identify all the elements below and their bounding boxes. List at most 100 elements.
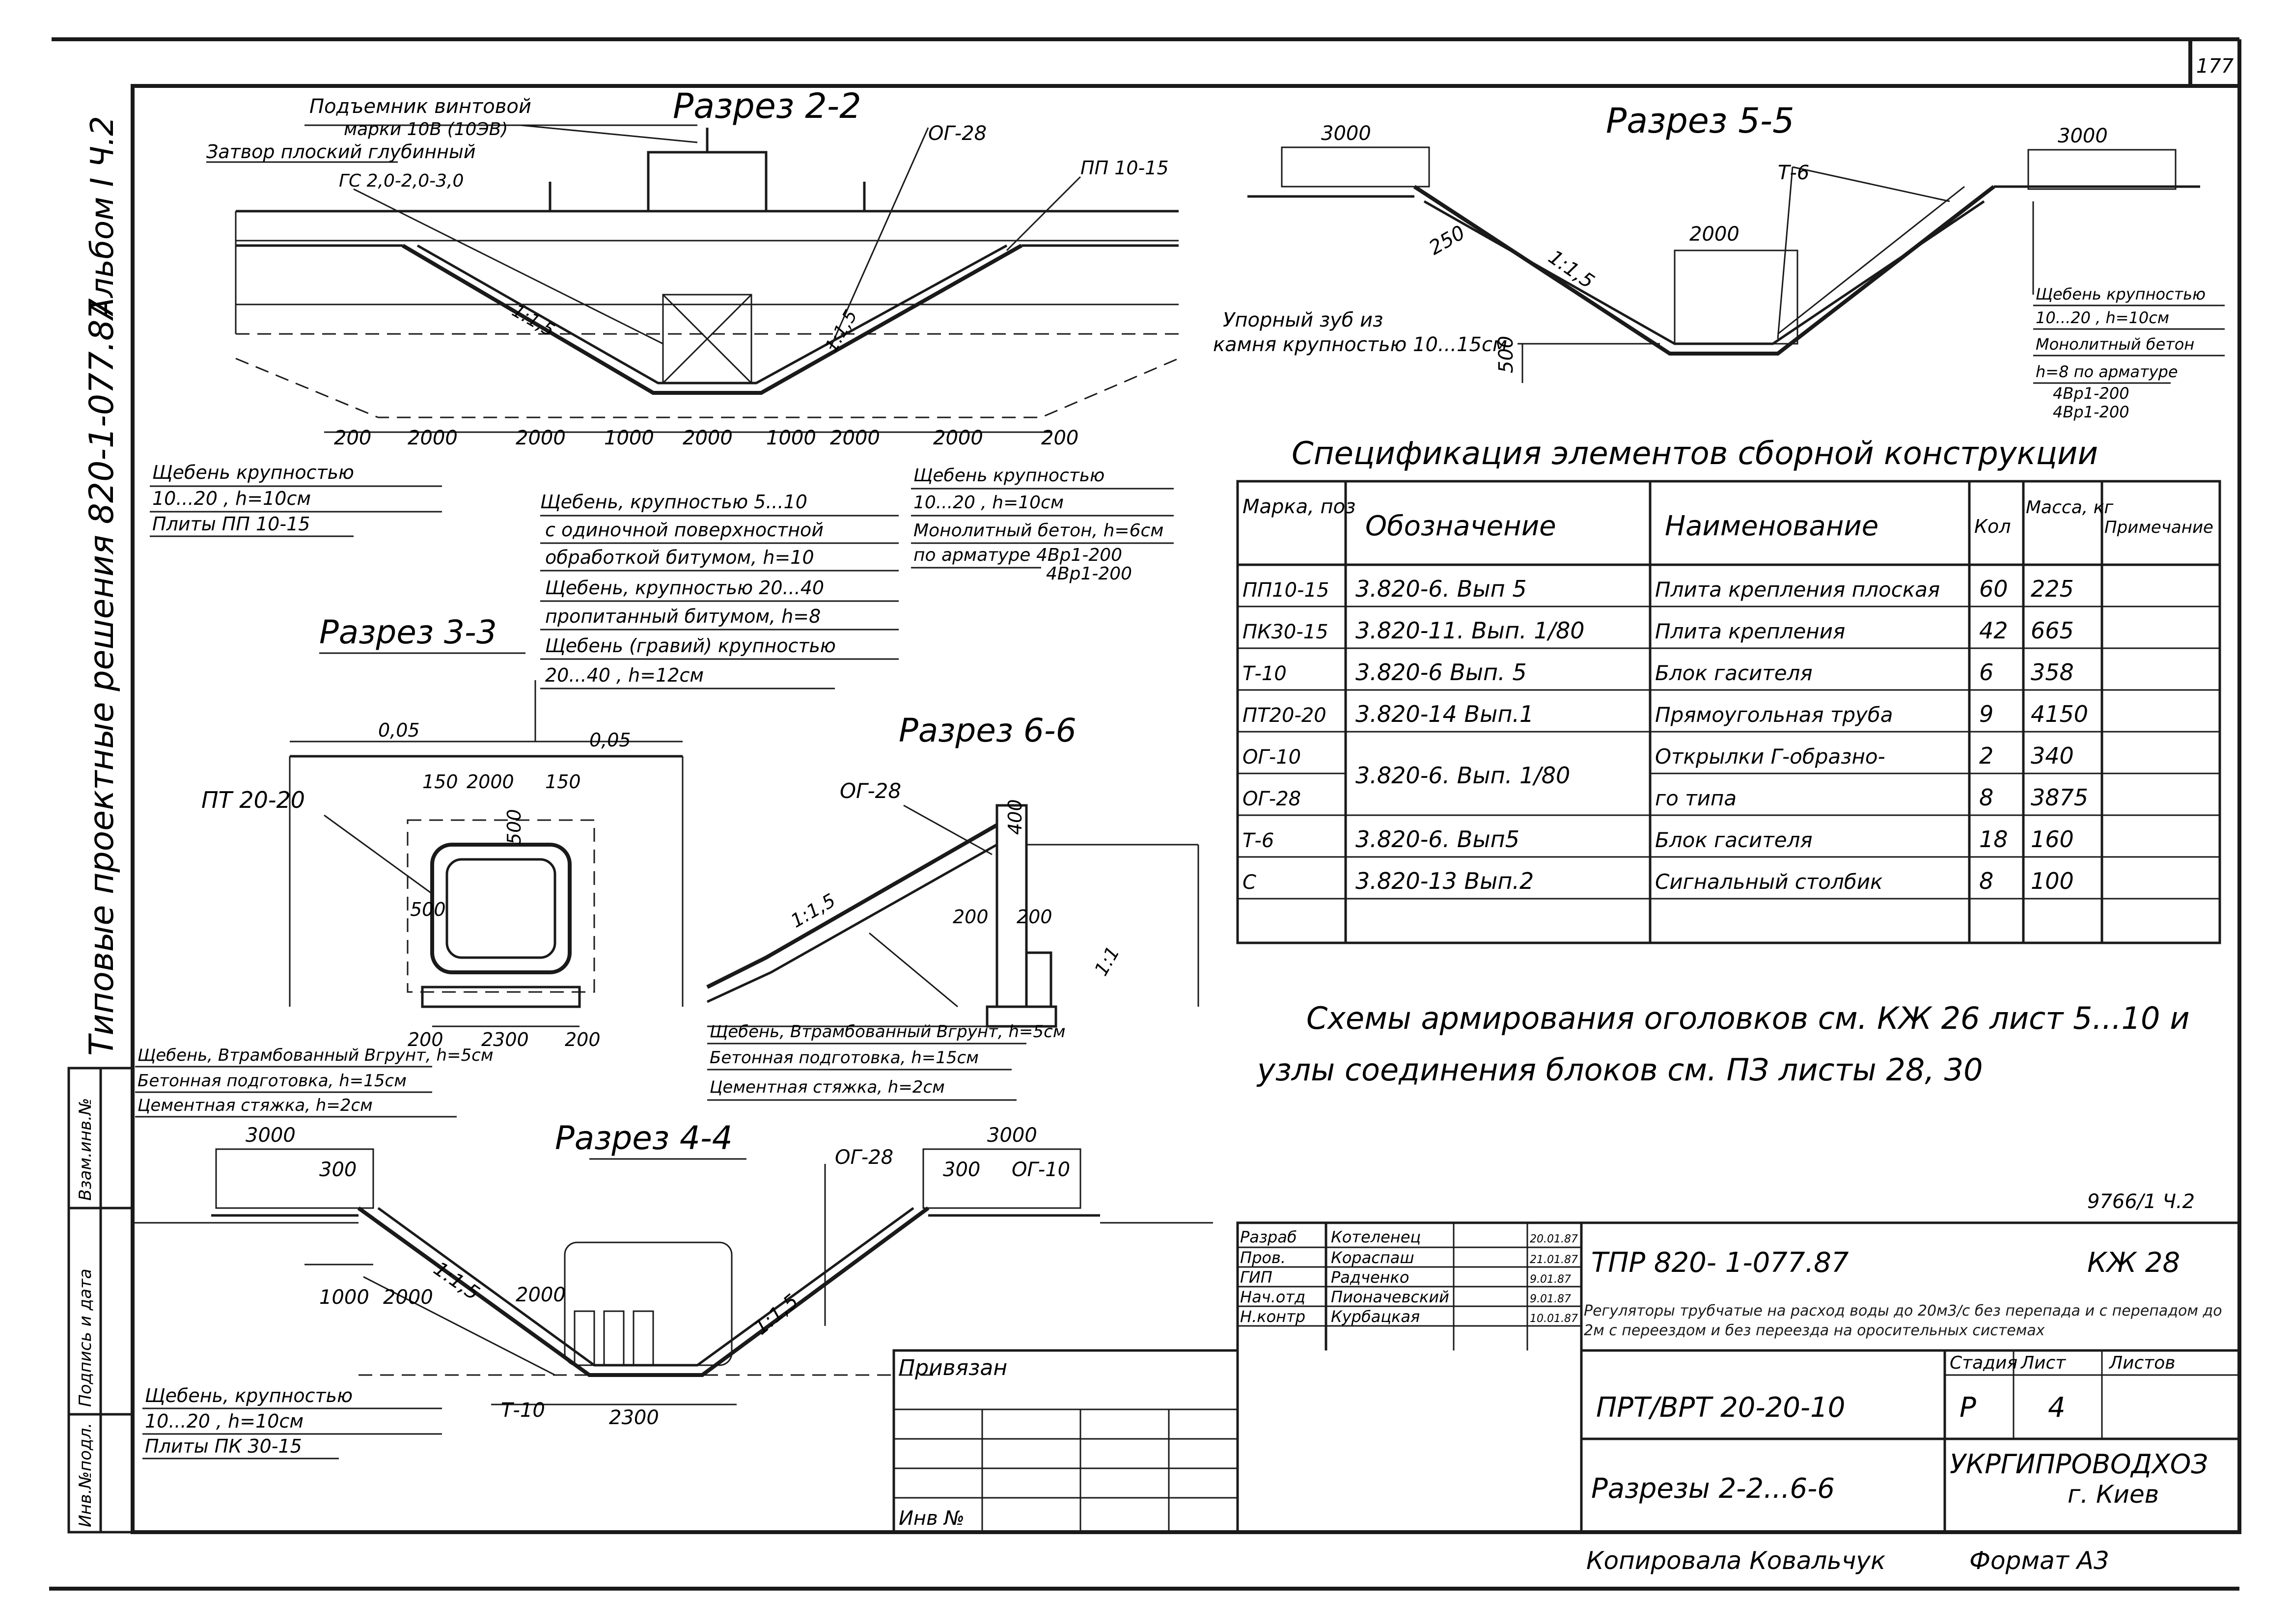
s22-legend-lines bbox=[150, 485, 1174, 689]
svg-text:2000: 2000 bbox=[683, 427, 733, 449]
title-bound: Привязан bbox=[899, 1355, 1007, 1380]
s44-legend: Щебень, крупностью 10...20 , h=10см Плит… bbox=[142, 1385, 442, 1459]
svg-text:Т-10: Т-10 bbox=[501, 1399, 545, 1422]
spec-cell-name: Плита крепления bbox=[1655, 619, 1845, 643]
svg-text:300: 300 bbox=[319, 1158, 357, 1181]
spec-cell-mark: ПП10-15 bbox=[1242, 579, 1329, 602]
s22-legend-mid: Щебень, крупностью 5...10 с одиночной по… bbox=[540, 491, 836, 686]
svg-text:Курбацкая: Курбацкая bbox=[1331, 1307, 1420, 1326]
svg-text:Монолитный бетон: Монолитный бетон bbox=[2036, 335, 2194, 354]
spec-cell-mass: 665 bbox=[2031, 617, 2074, 644]
section-2-2: Разрез 2-2 bbox=[206, 86, 1179, 433]
spec-cell-mass: 160 bbox=[2031, 826, 2074, 853]
section-5-5 bbox=[1247, 146, 2200, 383]
section-5-5-title: Разрез 5-5 bbox=[1606, 101, 1794, 141]
section-6-6 bbox=[706, 804, 1199, 1028]
s66-legend: Щебень, Втрамбованный Вгрунт, h=5см Бето… bbox=[707, 1022, 1065, 1101]
title-inv: Инв № bbox=[899, 1507, 965, 1530]
page-number: 177 bbox=[2196, 55, 2234, 78]
section-3-3-title: Разрез 3-3 bbox=[319, 613, 497, 651]
spec-cell-designation: 3.820-6 Вып. 5 bbox=[1355, 659, 1527, 686]
s22-callout-og28: ОГ-28 bbox=[928, 122, 987, 145]
spec-cell-qty: 8 bbox=[1979, 784, 1993, 811]
spec-cell-name: Блок гасителя bbox=[1655, 828, 1813, 852]
svg-text:20...40 , h=12см: 20...40 , h=12см bbox=[545, 664, 704, 686]
spec-cell-designation: 3.820-14 Вып.1 bbox=[1355, 701, 1534, 727]
svg-text:150: 150 bbox=[422, 771, 458, 793]
sheet-format: Формат А3 bbox=[1969, 1546, 2109, 1575]
spec-cell-mark: ПК30-15 bbox=[1242, 621, 1328, 643]
s22-callout-gate: Затвор плоский глубинный bbox=[206, 141, 476, 163]
section-4-4-title: Разрез 4-4 bbox=[555, 1119, 733, 1157]
svg-text:1:1,5: 1:1,5 bbox=[787, 889, 839, 932]
svg-text:21.01.87: 21.01.87 bbox=[1530, 1254, 1578, 1266]
svg-text:Т-6: Т-6 bbox=[1778, 162, 1809, 184]
svg-text:300: 300 bbox=[943, 1158, 980, 1181]
spec-cell-designation: 3.820-6. Вып. 1/80 bbox=[1355, 762, 1570, 789]
section-4-4 bbox=[133, 1148, 1213, 1405]
title-city: г. Киев bbox=[2068, 1480, 2159, 1509]
spec-cell-mass: 3875 bbox=[2031, 784, 2088, 811]
svg-text:4Bр1-200: 4Bр1-200 bbox=[2053, 384, 2129, 403]
svg-text:Лист: Лист bbox=[2020, 1353, 2066, 1373]
svg-text:Цементная стяжка, h=2см: Цементная стяжка, h=2см bbox=[138, 1096, 373, 1115]
svg-text:Разраб: Разраб bbox=[1240, 1228, 1297, 1246]
spec-table-grid bbox=[1236, 480, 2221, 944]
s22-callout-hoist-model: марки 10В (10ЭВ) bbox=[344, 119, 508, 139]
svg-text:Щебень (гравий) крупностью: Щебень (гравий) крупностью bbox=[545, 635, 836, 657]
svg-text:обработкой битумом, h=10: обработкой битумом, h=10 bbox=[545, 547, 814, 568]
title-org: УКРГИПРОВОДХОЗ bbox=[1950, 1449, 2208, 1480]
svg-text:ПТ 20-20: ПТ 20-20 bbox=[201, 787, 305, 813]
spec-cell-qty: 2 bbox=[1979, 743, 1993, 769]
spec-cell-mark: Т-6 bbox=[1242, 829, 1274, 852]
svg-text:Цементная стяжка, h=2см: Цементная стяжка, h=2см bbox=[710, 1077, 945, 1097]
svg-text:ОГ-28: ОГ-28 bbox=[835, 1146, 893, 1169]
svg-text:Обозначение: Обозначение bbox=[1365, 510, 1556, 542]
spec-header: Марка, поз Обозначение Наименование Кол … bbox=[1242, 495, 2213, 542]
title-sheet-code: КЖ 28 bbox=[2087, 1247, 2180, 1279]
svg-text:200: 200 bbox=[1041, 427, 1078, 449]
s22-dims: 200 2000 2000 1000 2000 1000 2000 2000 2… bbox=[334, 427, 1078, 449]
spec-cell-designation: 3.820-11. Вып. 1/80 bbox=[1355, 617, 1585, 644]
spec-cell-mark: ОГ-10 bbox=[1242, 746, 1301, 769]
title-stage-cells: Стадия Лист Листов Р 4 bbox=[1950, 1353, 2175, 1424]
svg-text:ГИП: ГИП bbox=[1240, 1268, 1272, 1287]
svg-text:150: 150 bbox=[545, 771, 581, 793]
spec-cell-mark: ПТ20-20 bbox=[1242, 704, 1326, 727]
svg-text:с одиночной поверхностной: с одиночной поверхностной bbox=[545, 519, 824, 541]
title-item-code: ПРТ/ВРТ 20-20-10 bbox=[1596, 1392, 1845, 1424]
svg-text:10...20 , h=10см: 10...20 , h=10см bbox=[913, 493, 1064, 513]
svg-text:2000: 2000 bbox=[933, 427, 983, 449]
svg-text:200: 200 bbox=[1017, 906, 1052, 928]
s44-labels: 3000 300 3000 300 ОГ-28 ОГ-10 1:1,5 2000… bbox=[246, 1124, 1070, 1429]
spec-cell-mass: 4150 bbox=[2031, 701, 2088, 727]
svg-text:1:1,5: 1:1,5 bbox=[750, 1290, 803, 1340]
strip-sign-label: Подпись и дата bbox=[76, 1268, 95, 1407]
svg-text:2000: 2000 bbox=[830, 427, 880, 449]
svg-text:2000: 2000 bbox=[516, 427, 566, 449]
svg-text:Упорный зуб из: Упорный зуб из bbox=[1223, 309, 1383, 331]
spec-cell-qty: 8 bbox=[1979, 868, 1993, 894]
spec-cell-mark: ОГ-28 bbox=[1242, 788, 1301, 810]
svg-text:20.01.87: 20.01.87 bbox=[1530, 1233, 1578, 1245]
svg-text:500: 500 bbox=[1495, 336, 1518, 373]
svg-text:Щебень, крупностью: Щебень, крупностью bbox=[145, 1385, 353, 1406]
svg-text:Котеленец: Котеленец bbox=[1331, 1228, 1421, 1246]
series-label: Типовые проектные решения 820-1-077.87 bbox=[83, 298, 121, 1056]
spec-cell-qty: 60 bbox=[1979, 576, 2008, 602]
svg-text:1:1: 1:1 bbox=[1090, 943, 1124, 980]
svg-text:4Bр1-200: 4Bр1-200 bbox=[1046, 564, 1132, 584]
spec-cell-qty: 9 bbox=[1979, 701, 1993, 727]
spec-cell-name: Блок гасителя bbox=[1655, 661, 1813, 685]
section-3-3 bbox=[289, 652, 684, 1027]
svg-text:Р: Р bbox=[1960, 1392, 1976, 1424]
title-description: Регуляторы трубчатые на расход воды до 2… bbox=[1584, 1302, 2222, 1339]
title-sheet-title: Разрезы 2-2...6-6 bbox=[1591, 1473, 1835, 1505]
s22-callout-gate-model: ГС 2,0-2,0-3,0 bbox=[339, 171, 464, 191]
svg-text:Щебень крупностью: Щебень крупностью bbox=[152, 462, 354, 483]
svg-text:2300: 2300 bbox=[481, 1029, 529, 1050]
svg-text:4Bр1-200: 4Bр1-200 bbox=[1036, 545, 1122, 565]
section-2-2-title: Разрез 2-2 bbox=[673, 86, 861, 126]
svg-text:Плиты ПП 10-15: Плиты ПП 10-15 bbox=[152, 513, 310, 535]
svg-text:Бетонная подготовка, h=15см: Бетонная подготовка, h=15см bbox=[710, 1048, 979, 1068]
